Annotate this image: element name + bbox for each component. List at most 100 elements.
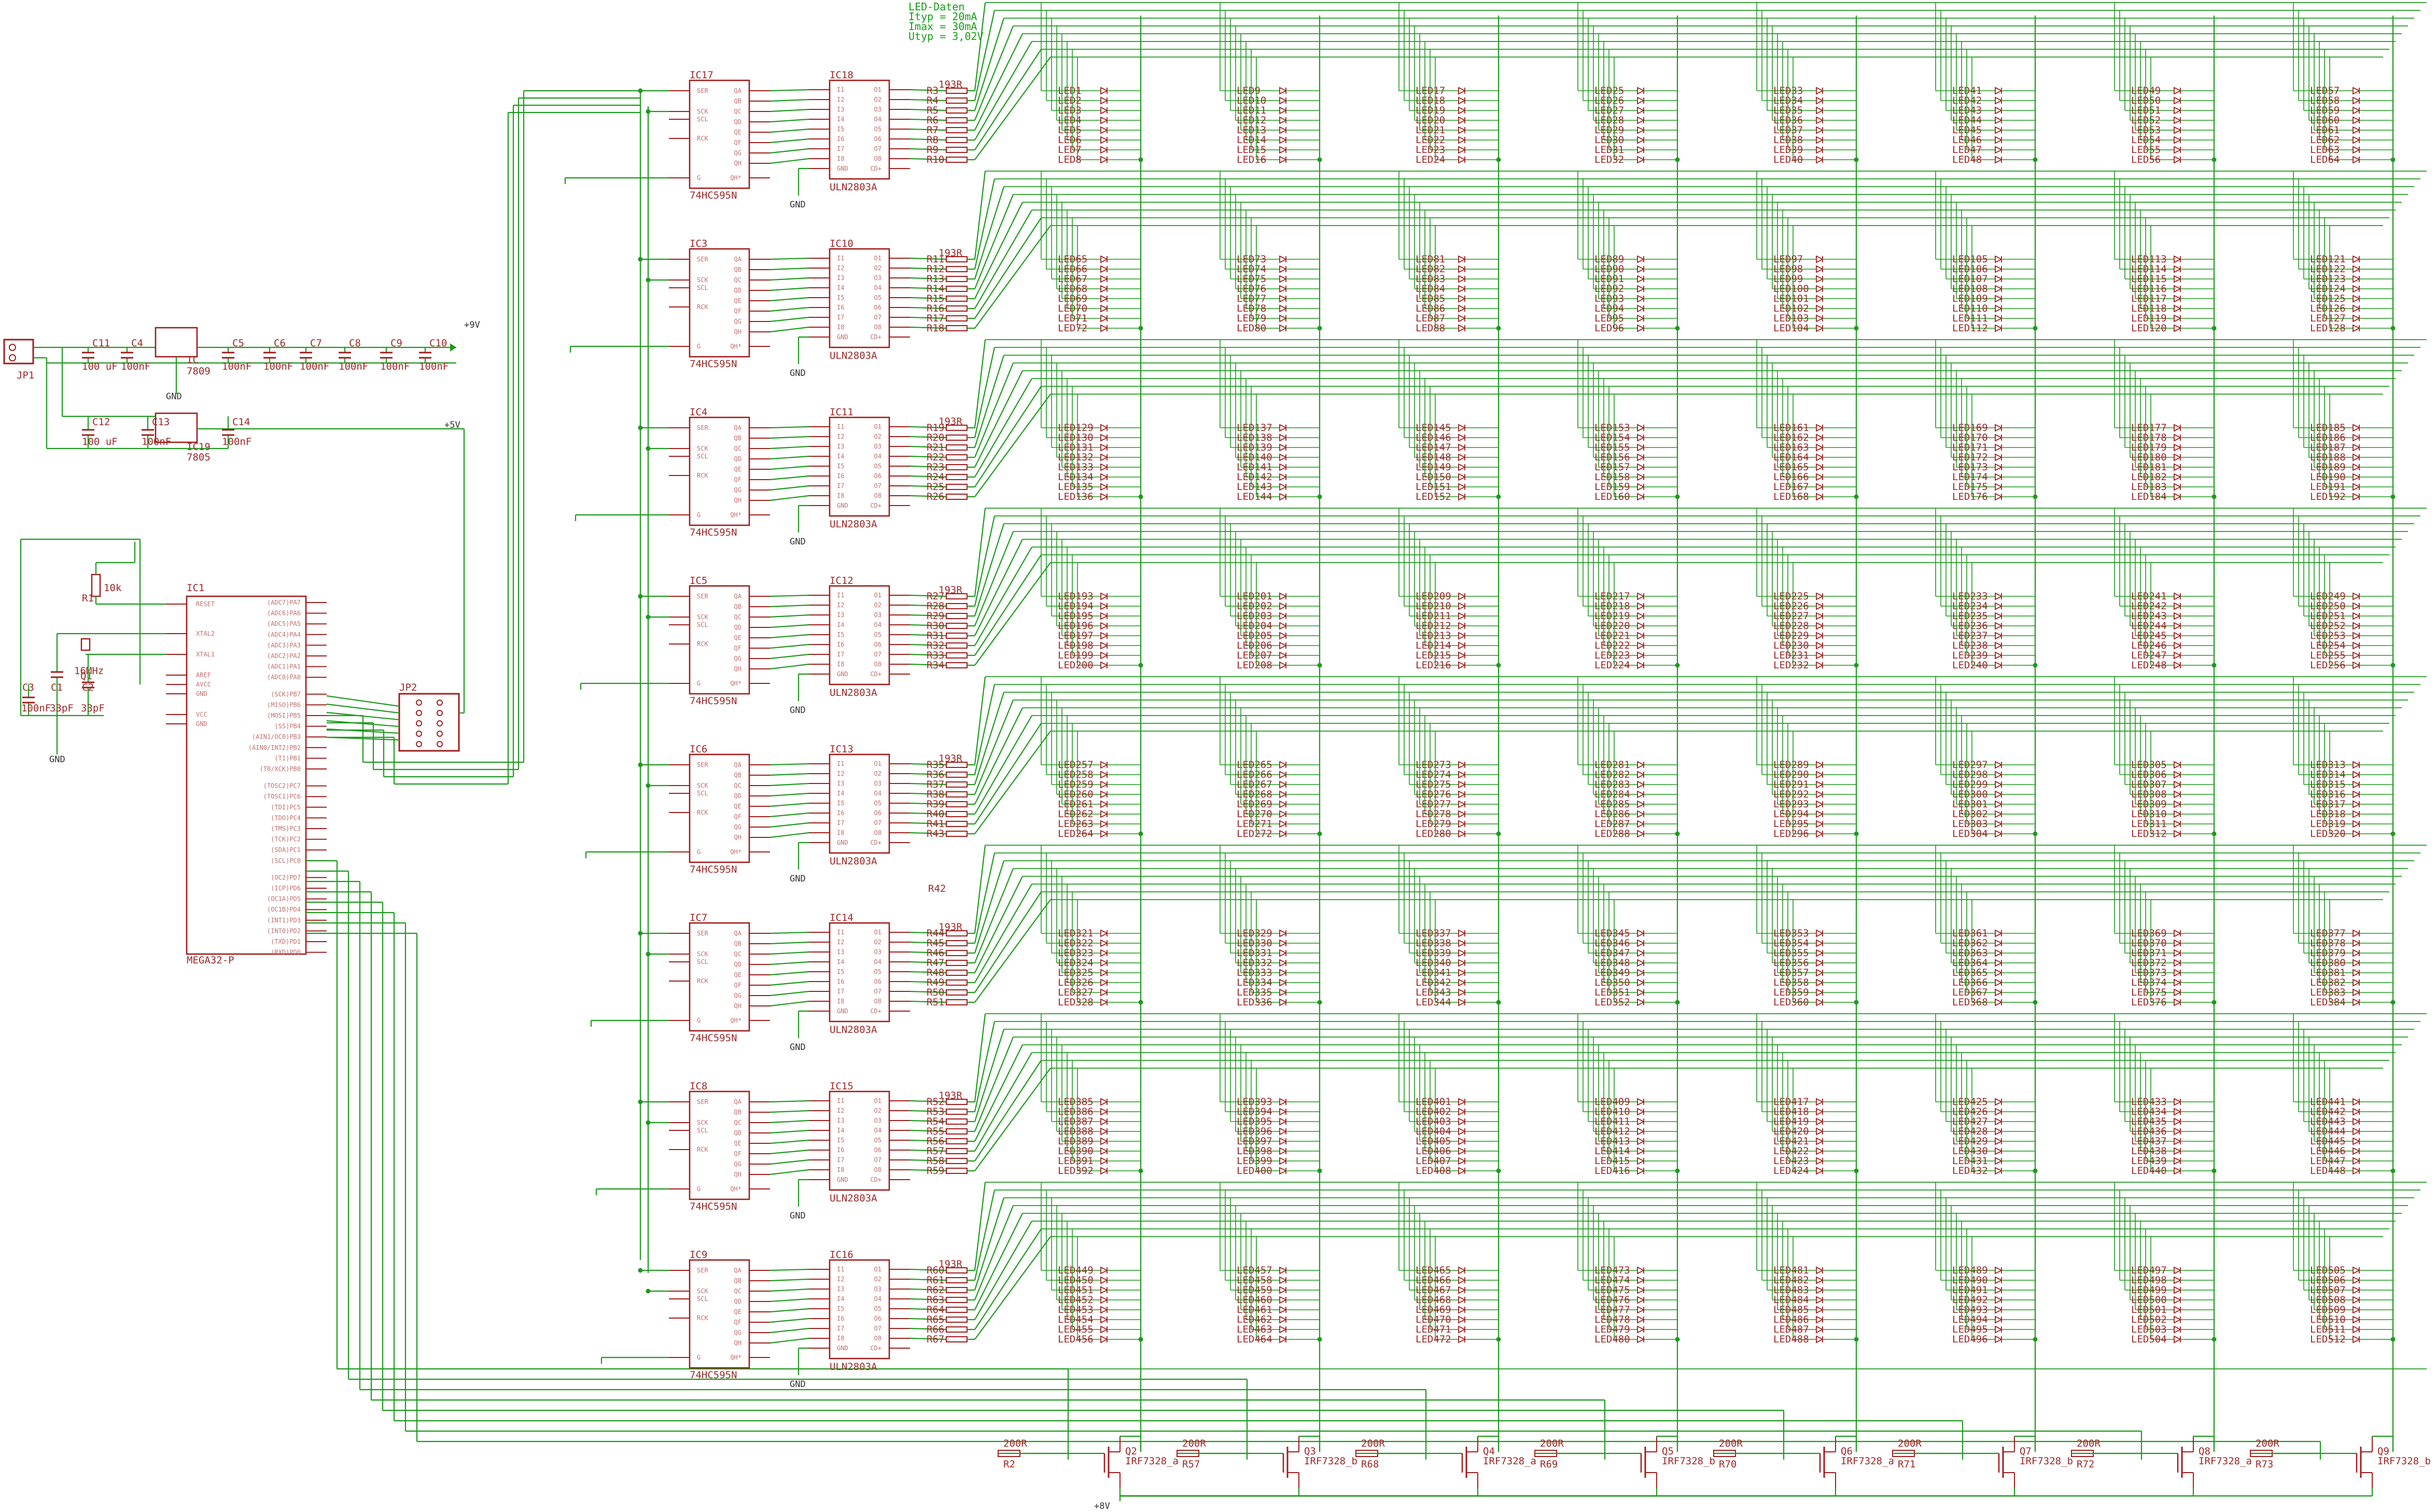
note-line: Ityp = 20mA [908,10,977,23]
led-diode [1279,592,1287,600]
led-group-r5c5: LED289LED290LED291LED292LED293LED294LED2… [1756,677,1859,839]
led-label: LED441 [2310,1096,2346,1108]
led-diode [2353,800,2361,808]
shift-pin-label: QB [734,940,741,947]
led-diode [1995,761,2003,769]
led-label: LED398 [1237,1145,1272,1157]
gate-resistor-value: 200R [1003,1438,1027,1449]
crystal-value: 16MHz [74,665,104,677]
led-label: LED118 [2131,303,2167,314]
led-label: LED341 [1416,967,1451,978]
cap-C7 [300,352,312,359]
led-label: LED380 [2310,957,2346,969]
led-group-r6c1: LED321LED322LED323LED324LED325LED326LED3… [1041,845,1143,1008]
led-diode [1995,314,2003,323]
led-diode [2353,1108,2361,1116]
shift-pin-label: QG [734,1160,741,1168]
driver-pin-label: O8 [874,661,881,668]
shift-pin-label: SER [697,424,708,431]
led-label: LED406 [1416,1145,1451,1157]
led-diode [2174,304,2182,313]
led-diode [2174,1127,2182,1136]
led-label: LED379 [2310,947,2346,959]
led-label: LED196 [1058,620,1094,632]
led-group-r3c3: LED145LED146LED147LED148LED149LED150LED1… [1398,340,1501,502]
resistor-R59 [946,1168,968,1174]
led-diode [1279,1335,1287,1343]
led-label: LED219 [1594,610,1630,622]
led-diode [1637,1306,1645,1314]
driver-pin-label: O7 [874,819,881,827]
led-diode [2174,641,2182,650]
led-diode [1995,939,2003,947]
led-label: LED420 [1773,1126,1809,1137]
led-diode [1637,314,1645,323]
mcu-pin-label: (TDO)PC4 [271,814,301,821]
led-diode [1279,1167,1287,1175]
led-group-r2c6: LED105LED106LED107LED108LED109LED110LED1… [1935,171,2038,334]
led-diode [1637,483,1645,491]
led-label: LED362 [1952,937,1988,949]
led-diode [1637,116,1645,124]
led-label: LED242 [2131,600,2167,612]
led-label: LED275 [1416,779,1451,790]
led-label: LED507 [2310,1284,2346,1296]
led-diode [1816,622,1824,630]
led-label: LED402 [1416,1106,1451,1117]
led-label: LED506 [2310,1275,2346,1286]
mcu-pin-label: (TMS)PC3 [271,825,301,832]
led-diode [2174,978,2182,987]
led-diode [1995,116,2003,124]
driver-pin-label: I4 [837,958,844,965]
led-diode [1816,1167,1824,1175]
led-diode [1100,949,1109,957]
led-diode [1100,830,1109,838]
led-diode [1100,1325,1109,1334]
led-label: LED152 [1416,491,1451,502]
led-label: LED381 [2310,967,2346,978]
cap-value: 100nF [263,361,293,372]
resistor-R5 [946,107,968,114]
led-diode [1995,1276,2003,1284]
driver-pin-label: CD+ [870,839,881,846]
led-label: LED108 [1952,283,1988,295]
regulator-7809 [155,327,198,358]
resistor-R4 [946,97,968,104]
led-diode [1816,1117,1824,1126]
led-label: LED243 [2131,610,2167,622]
led-label: LED342 [1416,977,1451,988]
led-group-r4c6: LED233LED234LED235LED236LED237LED238LED2… [1935,508,2038,671]
led-diode [2174,473,2182,481]
resistor-R51 [946,999,968,1005]
driver-name: IC18 [830,69,853,81]
resistor-value-label: 193R [939,753,962,764]
led-label: LED102 [1773,303,1809,314]
resistor-R57 [946,1148,968,1154]
led-diode [1637,1098,1645,1106]
led-label: LED179 [2131,442,2167,453]
driver-pin-label: I2 [837,264,844,272]
led-diode [1458,453,1466,461]
led-diode [1995,949,2003,957]
led-label: LED481 [1773,1265,1809,1276]
led-diode [1637,949,1645,957]
led-diode [1279,265,1287,273]
led-diode [2353,1157,2361,1165]
led-diode [2353,255,2361,263]
led-diode [1637,988,1645,997]
led-diode [2174,1296,2182,1304]
driver-pin-label: I2 [837,433,844,440]
led-diode [1637,136,1645,144]
led-label: LED351 [1594,987,1630,998]
led-diode [2353,136,2361,144]
led-diode [1458,622,1466,630]
resistor-R17 [946,315,968,321]
led-diode [2174,929,2182,937]
led-diode [1100,304,1109,313]
led-label: LED454 [1058,1314,1094,1325]
shift-pin-label: QH* [730,680,741,687]
driver-pin-label: I2 [837,1276,844,1283]
resistor-name: R14 [927,283,944,295]
gnd-label: GND [790,705,806,716]
led-label: LED488 [1773,1334,1809,1345]
